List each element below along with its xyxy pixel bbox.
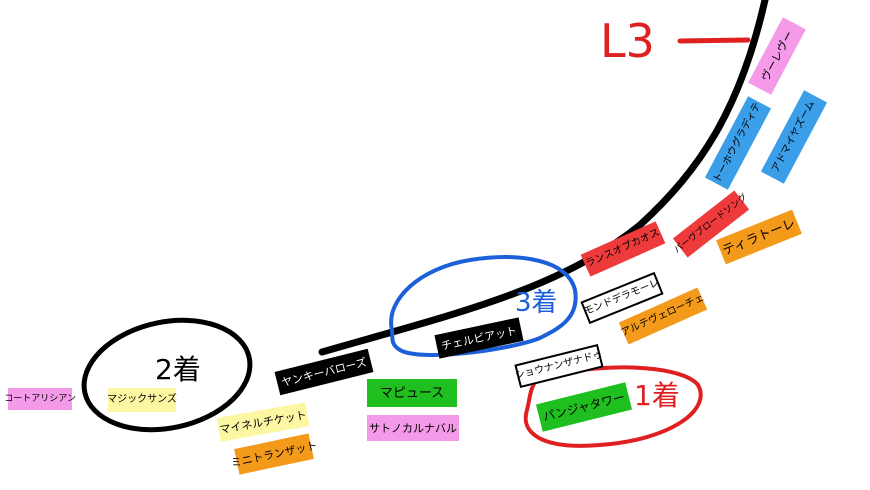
horse-label-satono-carnaval: サトノカルナバル bbox=[367, 415, 459, 441]
l3-marker-line bbox=[677, 37, 751, 44]
first-place-label: 1着 bbox=[634, 379, 680, 412]
third-place-circle bbox=[389, 255, 578, 357]
second-place-label: 2着 bbox=[155, 353, 201, 386]
track-rail-line bbox=[318, 0, 769, 356]
horse-label-mapyuse: マピュース bbox=[367, 379, 457, 407]
second-place-circle bbox=[81, 317, 253, 433]
first-place-circle bbox=[523, 365, 703, 448]
horse-label-court-alicean: コートアリシアン bbox=[4, 388, 76, 410]
third-place-label: 3着 bbox=[515, 288, 558, 318]
corner-label-l3: L3 bbox=[600, 14, 655, 68]
horse-label-magic-sands: マジックサンズ bbox=[107, 388, 177, 412]
